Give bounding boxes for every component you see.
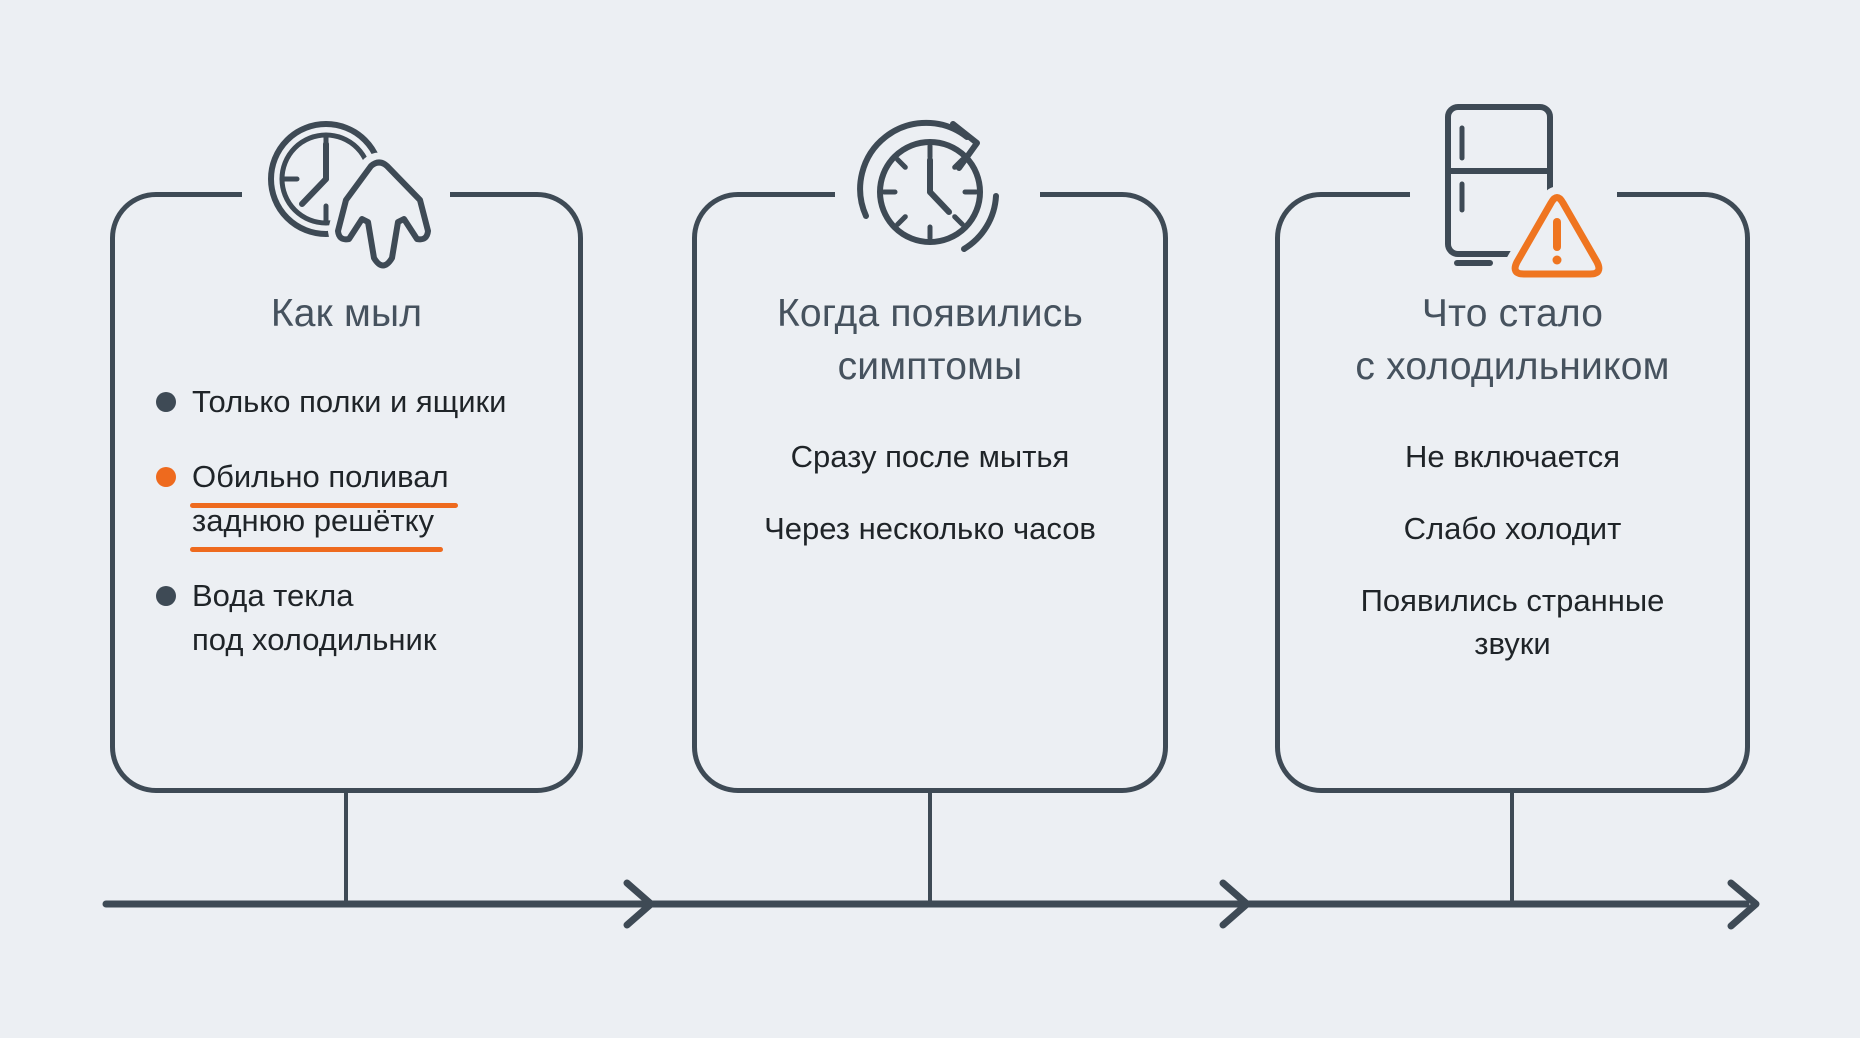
card-title: Что стало с холодильником: [1280, 287, 1745, 393]
fridge-state-list: Не включается Слабо холодит Появились ст…: [1280, 435, 1745, 665]
arrowhead-icon: [1219, 879, 1251, 929]
card-how-washed: Как мыл Только полки и ящики Обильно пол…: [110, 192, 583, 793]
card-title-line: Когда появились: [777, 292, 1083, 335]
card-when-symptoms: Когда появились симптомы Сразу после мыт…: [692, 192, 1168, 793]
list-item-highlighted: Обильно поливал заднюю решётку: [156, 455, 578, 552]
symptoms-time-list: Сразу после мытья Через несколько часов: [697, 435, 1163, 550]
bullet-icon: [156, 392, 176, 412]
bullet-icon: [156, 586, 176, 606]
timeline-arrow: [102, 879, 1760, 930]
list-item: Не включается: [1404, 439, 1621, 474]
card-title: Когда появились симптомы: [697, 287, 1163, 393]
list-item: Появились странные звуки: [1360, 583, 1665, 661]
connector-line: [344, 791, 348, 906]
list-item: Через несколько часов: [764, 511, 1096, 546]
bullet-icon: [156, 467, 176, 487]
washing-list: Только полки и ящики Обильно поливал зад…: [115, 380, 578, 662]
list-item: Вода текла под холодильник: [156, 574, 578, 662]
underlined-text: Обильно поливал: [190, 455, 458, 508]
card-title-line: симптомы: [837, 345, 1023, 388]
card-title-line: Что стало: [1421, 292, 1604, 335]
arrowhead-icon: [623, 879, 655, 929]
list-item: Слабо холодит: [1403, 511, 1622, 546]
clock-refresh-icon: [835, 103, 1040, 268]
fridge-warning-icon: [1410, 95, 1617, 285]
card-fridge-result: Что стало с холодильником Не включается …: [1275, 192, 1750, 793]
clock-cloth-icon: [242, 100, 450, 275]
card-title-line: с холодильником: [1355, 345, 1670, 388]
connector-line: [928, 791, 932, 906]
list-item: Только полки и ящики: [156, 380, 578, 424]
connector-line: [1510, 791, 1514, 906]
card-title-line: Как мыл: [270, 292, 423, 335]
underlined-text: заднюю решётку: [190, 499, 443, 552]
arrowhead-icon: [1727, 879, 1760, 930]
list-item: Сразу после мытья: [790, 439, 1070, 474]
card-title: Как мыл: [115, 287, 578, 340]
